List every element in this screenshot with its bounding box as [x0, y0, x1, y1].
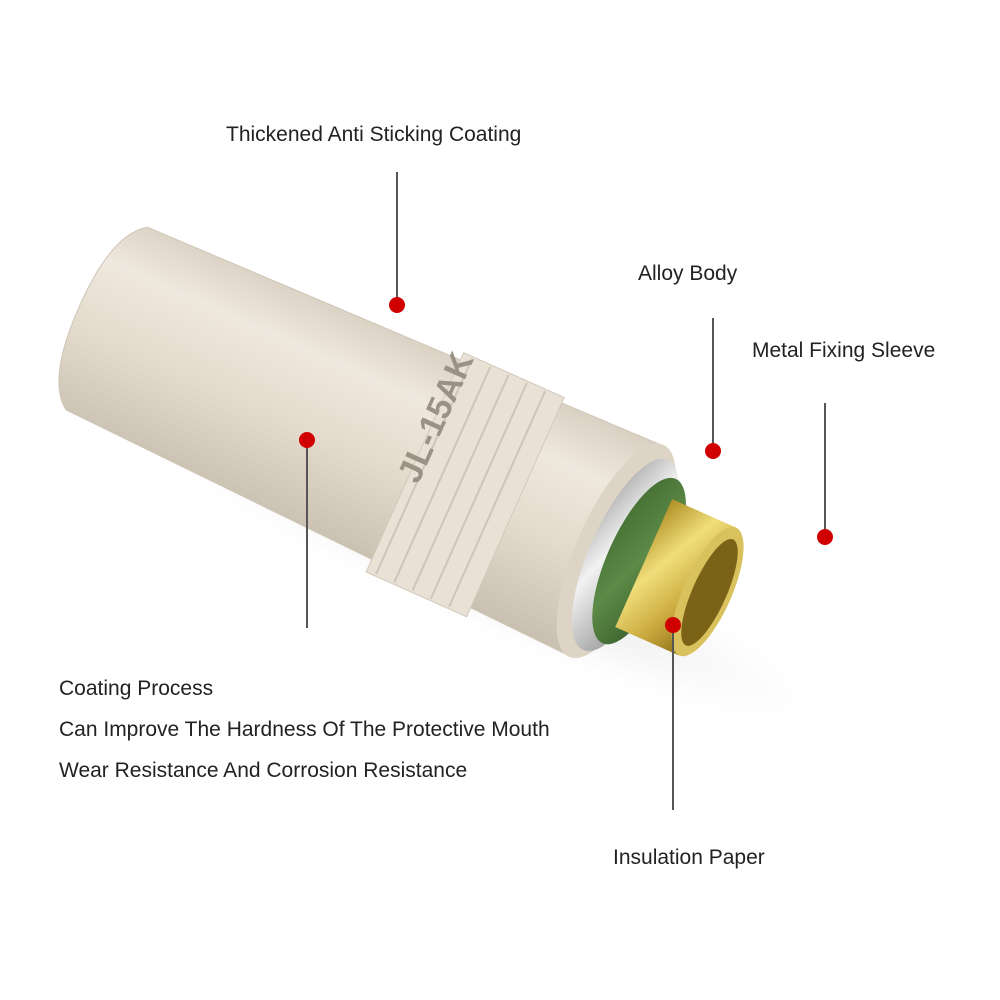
coating-process-line: Can Improve The Hardness Of The Protecti… [59, 718, 550, 741]
marker-anti-sticking [389, 297, 405, 313]
coating-process-line: Coating Process [59, 677, 214, 700]
marker-alloy-body [705, 443, 721, 459]
label-anti-sticking-coating: Thickened Anti Sticking Coating [226, 123, 522, 146]
leader-lines [306, 172, 826, 810]
insulation-layer [592, 477, 686, 645]
marker-insulation [665, 617, 681, 633]
nozzle-body [58, 226, 664, 657]
collar-ring [365, 352, 565, 618]
label-alloy-body: Alloy Body [638, 262, 738, 285]
brass-sleeve-bore [681, 538, 738, 646]
coating-process-line: Wear Resistance And Corrosion Resistance [59, 759, 468, 782]
label-insulation-paper: Insulation Paper [613, 846, 765, 869]
marker-metal-sleeve [817, 529, 833, 545]
brass-sleeve [615, 499, 737, 656]
coating-process-note: Coating Process Can Improve The Hardness… [59, 678, 550, 801]
marker-coating-process [299, 432, 315, 448]
label-metal-fixing-sleeve: Metal Fixing Sleeve [752, 339, 936, 362]
